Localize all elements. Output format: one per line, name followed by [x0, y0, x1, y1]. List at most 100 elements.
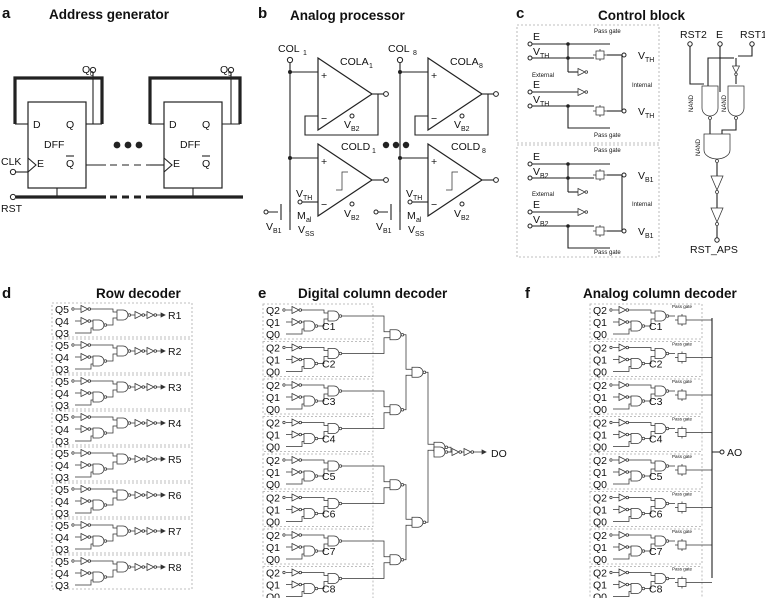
- pass-gate-label: Pass gate: [672, 454, 693, 459]
- f-cell-4-input-1: Q2: [593, 418, 607, 430]
- c-v3-sub: B2: [540, 173, 549, 180]
- e-cell-1-input-1: Q2: [266, 305, 280, 317]
- vb1-1-sub: B1: [273, 228, 282, 235]
- c-v4: V: [533, 214, 540, 226]
- e-cell-4-input-2: Q1: [266, 430, 280, 442]
- pg-label-2: Pass gate: [594, 133, 621, 139]
- d-cell-1-input-3: Q3: [55, 328, 69, 340]
- digital-cell-label-c1: C1: [322, 321, 336, 333]
- d-cell-2-input-2: Q4: [55, 352, 69, 364]
- dff1-d: D: [33, 119, 41, 131]
- internal-1: Internal: [632, 83, 652, 89]
- dff1-label: DFF: [44, 139, 64, 151]
- col8-label: COL: [388, 43, 410, 55]
- e-cell-6-input-3: Q0: [266, 517, 280, 529]
- pass-gate-label: Pass gate: [672, 529, 693, 534]
- digital-cell-label-c5: C5: [322, 471, 336, 483]
- row-output-r2: R2: [168, 346, 182, 358]
- f-cell-5-input-3: Q0: [593, 479, 607, 491]
- pass-gate-label: Pass gate: [672, 304, 693, 309]
- row-decoder-cells: Q5Q4Q3R1Q5Q4Q3R2Q5Q4Q3R3Q5Q4Q3R4Q5Q4Q3R5…: [51, 302, 193, 592]
- col1-label: COL: [278, 43, 300, 55]
- d-cell-3-input-2: Q4: [55, 388, 69, 400]
- do-label: DO: [491, 448, 507, 460]
- analog-cell-label-c6: C6: [649, 509, 663, 521]
- row-output-r5: R5: [168, 454, 182, 466]
- panel-c-control-block: c Control block: [516, 5, 765, 258]
- dff2-qbar: Q: [202, 158, 210, 170]
- internal-2: Internal: [632, 202, 652, 208]
- f-cell-4-input-2: Q1: [593, 430, 607, 442]
- external-1: External: [532, 73, 554, 79]
- analog-channel-1: [263, 56, 389, 230]
- analog-cell-label-c5: C5: [649, 471, 663, 483]
- analog-cell-label-c4: C4: [649, 434, 663, 446]
- row-output-r3: R3: [168, 382, 182, 394]
- vth-8: V: [406, 188, 413, 200]
- f-cell-5-input-1: Q2: [593, 455, 607, 467]
- analog-cell-label-c7: C7: [649, 546, 663, 558]
- d-cell-6-input-3: Q3: [55, 508, 69, 520]
- c-vo2-sub: TH: [645, 113, 654, 120]
- e-cell-2-input-2: Q1: [266, 355, 280, 367]
- e-cell-3-input-3: Q0: [266, 404, 280, 416]
- d-cell-3-input-1: Q5: [55, 376, 69, 388]
- vth-8-sub: TH: [413, 195, 422, 202]
- panel-letter-b: b: [258, 5, 267, 22]
- c-vo2: V: [638, 106, 645, 118]
- panel-a-title: Address generator: [49, 7, 170, 22]
- e-cell-2-input-1: Q2: [266, 343, 280, 355]
- pass-gate-label: Pass gate: [672, 342, 693, 347]
- e-cell-7-input-2: Q1: [266, 542, 280, 554]
- pass-gate-label: Pass gate: [672, 567, 693, 572]
- dff-1: D Q DFF E Q: [27, 101, 87, 189]
- e-cell-2-input-3: Q0: [266, 367, 280, 379]
- e-cell-5-input-2: Q1: [266, 467, 280, 479]
- e-cell-5-input-1: Q2: [266, 455, 280, 467]
- nand-1-label: NAND: [689, 94, 695, 112]
- reset-logic: RST2 E RST1 NAND NAND NAND RST_APS: [680, 29, 765, 256]
- opd1-minus: −: [321, 199, 327, 211]
- rst2-label: RST2: [680, 29, 707, 41]
- d-cell-4-input-1: Q5: [55, 412, 69, 424]
- vb1-1: V: [266, 221, 273, 233]
- vb2-d8-sub: B2: [461, 215, 470, 222]
- pass-gate-label: Pass gate: [672, 492, 693, 497]
- pg-label-1: Pass gate: [594, 29, 621, 35]
- e-cell-8-input-1: Q2: [266, 568, 280, 580]
- analog-cell-label-c8: C8: [649, 584, 663, 596]
- rst-aps-label: RST_APS: [690, 244, 738, 256]
- pass-gate-label: Pass gate: [672, 379, 693, 384]
- c-v1: V: [533, 46, 540, 58]
- dff2-e: E: [173, 158, 180, 170]
- row-output-r6: R6: [168, 490, 182, 502]
- q0-sub: 0: [90, 71, 94, 78]
- d-cell-7-input-2: Q4: [55, 532, 69, 544]
- opa1-plus: +: [321, 70, 327, 82]
- digital-cell-label-c2: C2: [322, 359, 336, 371]
- control-mux: [527, 41, 627, 129]
- f-cell-4-input-3: Q0: [593, 442, 607, 454]
- vss-8: V: [408, 224, 415, 236]
- digital-cell-label-c3: C3: [322, 396, 336, 408]
- ao-label: AO: [727, 447, 742, 459]
- vth-1: V: [296, 188, 303, 200]
- e-cell-8-input-3: Q0: [266, 592, 280, 598]
- f-cell-7-input-2: Q1: [593, 542, 607, 554]
- d-cell-5-input-3: Q3: [55, 472, 69, 484]
- e-cell-6-input-2: Q1: [266, 505, 280, 517]
- c-v2: V: [533, 94, 540, 106]
- d-cell-8-input-2: Q4: [55, 568, 69, 580]
- cola1-label: COLA: [340, 56, 369, 68]
- vss-8-sub: SS: [415, 231, 425, 238]
- analog-cell-label-c3: C3: [649, 396, 663, 408]
- e-cell-3-input-2: Q1: [266, 392, 280, 404]
- d-cell-3-input-3: Q3: [55, 400, 69, 412]
